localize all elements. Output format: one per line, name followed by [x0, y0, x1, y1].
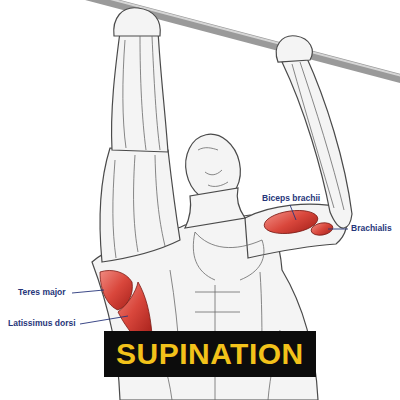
leader-line	[328, 229, 348, 230]
right-hand	[276, 36, 312, 62]
figure-body	[92, 8, 352, 400]
left-forearm	[112, 30, 168, 152]
title-banner: SUPINATION	[104, 331, 316, 377]
muscle-label: Brachialis	[351, 224, 392, 233]
left-hand	[114, 8, 161, 36]
latissimus-muscle	[118, 282, 152, 334]
banner-text: SUPINATION	[116, 339, 316, 369]
leader-lines	[72, 205, 348, 324]
left-upper-arm	[100, 148, 180, 262]
muscle-label: Teres major	[18, 288, 66, 297]
muscle-label: Latissimus dorsi	[8, 319, 76, 328]
neck	[185, 188, 245, 228]
biceps-muscle	[263, 207, 320, 236]
leader-line	[80, 316, 128, 324]
leader-line	[290, 205, 296, 220]
muscle-label: Biceps brachii	[262, 194, 320, 203]
leader-line	[72, 290, 104, 293]
